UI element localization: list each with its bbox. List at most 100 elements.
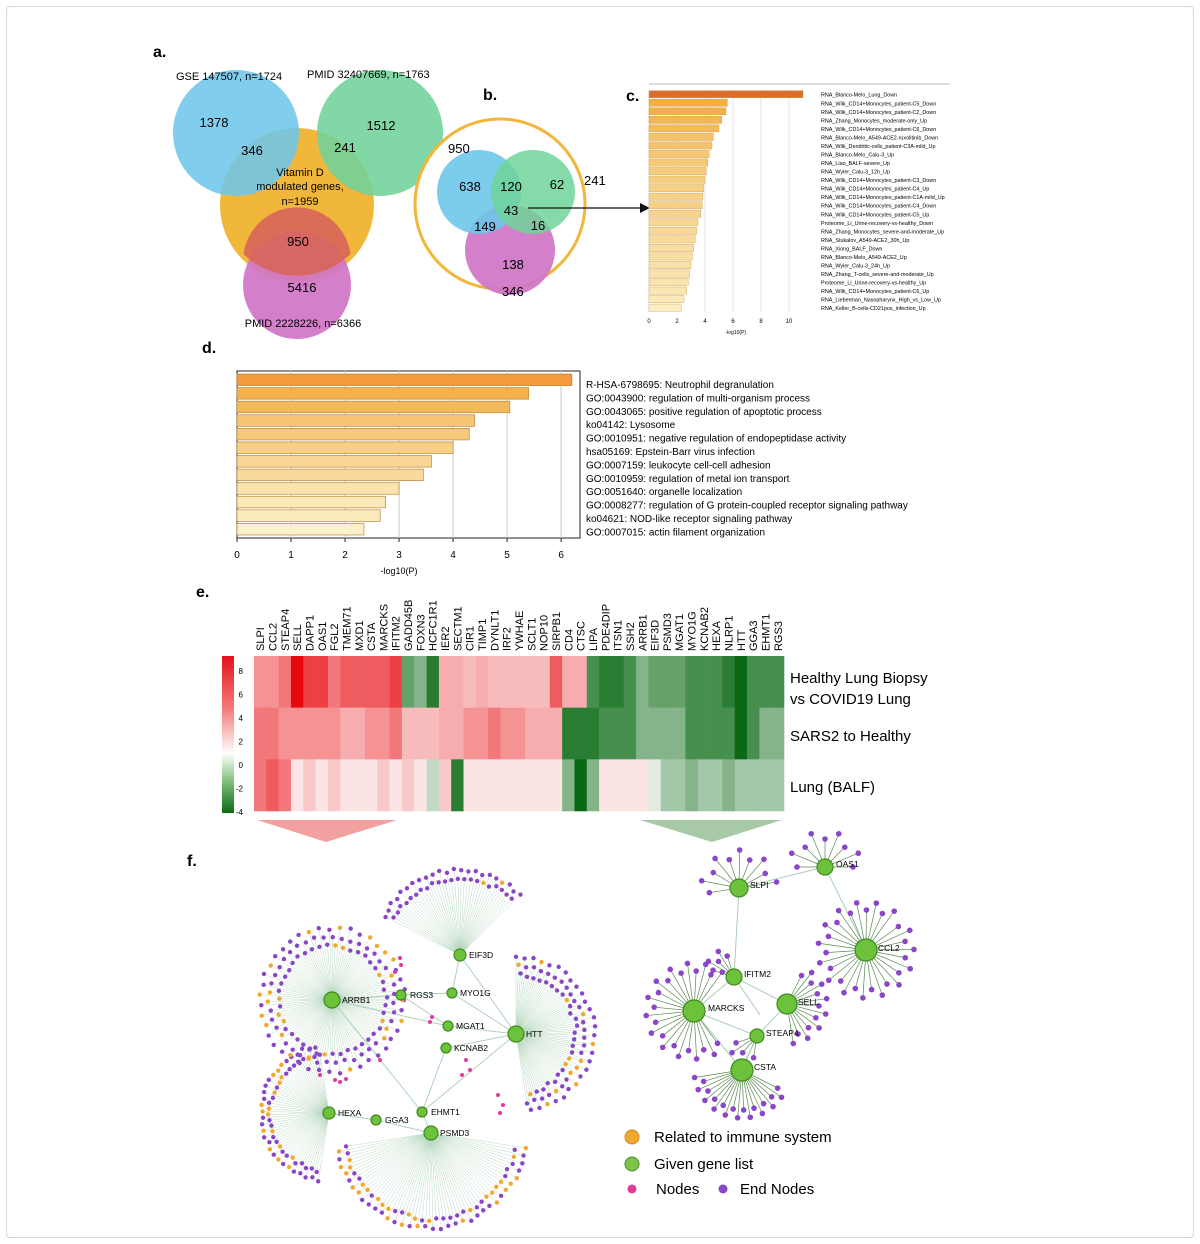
chart-c-bar [648, 252, 693, 261]
network-edge [289, 1069, 330, 1114]
network-edge [319, 1054, 330, 1114]
heatmap-cell [734, 656, 748, 708]
network-edge [515, 1001, 586, 1035]
network-end-node [359, 1197, 365, 1203]
network-edge [331, 927, 341, 1001]
network-gene-label: OAS1 [836, 859, 859, 869]
network-end-node [556, 964, 561, 970]
heatmap-cell [401, 759, 415, 812]
network-end-node [711, 1051, 718, 1058]
network-edge [331, 952, 386, 1001]
network-edge [270, 999, 333, 1011]
heatmap-gene-label: OAS1 [317, 622, 329, 651]
network-edge [515, 973, 549, 1035]
network-end-node [560, 1084, 565, 1089]
network-gene-node [507, 1025, 525, 1043]
heatmap-row-labels: Healthy Lung Biopsy vs COVID19 Lung SARS… [790, 670, 928, 796]
network-end-node [290, 960, 295, 966]
heatmap-cell [254, 759, 267, 812]
heatmap-gene-label: EIF3D [650, 620, 662, 651]
heatmap-cell [685, 759, 699, 812]
heatmap-cell [278, 656, 292, 708]
network-edge [283, 999, 333, 1022]
network-end-node [645, 994, 651, 1001]
network-edge [331, 943, 360, 1001]
network-end-node [347, 1067, 353, 1072]
heatmap-cell [315, 759, 329, 812]
network-edge [279, 1112, 330, 1147]
network-edge [309, 999, 333, 1049]
network-end-node [511, 889, 516, 894]
network-edge [430, 1132, 520, 1171]
network-edge [738, 866, 826, 889]
network-edge [289, 941, 333, 1001]
network-end-node [347, 1165, 353, 1170]
network-end-node [560, 1067, 565, 1073]
network-edge [345, 1132, 432, 1147]
network-end-node [825, 977, 832, 984]
heatmap-cell [389, 759, 403, 812]
network-end-node [746, 857, 753, 863]
network-end-node [486, 884, 492, 889]
network-end-node [568, 1070, 573, 1076]
network-end-node [384, 995, 390, 1000]
network-edge [515, 980, 540, 1035]
network-end-node [827, 965, 834, 972]
network-end-node [315, 1060, 320, 1065]
chart-d-bar [236, 523, 365, 536]
network-edge [430, 1132, 506, 1177]
network-edge [331, 999, 387, 1030]
network-edge [444, 881, 461, 956]
network-edge [515, 1033, 571, 1074]
chart-c-bar [648, 150, 710, 158]
network-link-node [399, 963, 403, 967]
heatmap-cell [377, 759, 390, 812]
chart-c-bar [648, 184, 704, 192]
heatmap-right-funnel [640, 820, 782, 842]
heatmap-gene-label: PSMD3 [662, 613, 674, 651]
network-end-node [568, 992, 573, 997]
network-edge [331, 975, 392, 1001]
network-end-node [560, 992, 565, 997]
heatmap-cell [463, 707, 477, 760]
heatmap-cell [759, 759, 772, 812]
network-end-node [296, 932, 301, 938]
network-end-node [531, 976, 536, 981]
network-end-node [366, 1047, 372, 1052]
network-end-node [385, 1216, 390, 1221]
network-end-node [423, 1224, 428, 1229]
network-end-node [283, 1041, 289, 1046]
chart-c-category-label: RNA_Blanco-Melo_Calu-3_Up [821, 153, 894, 159]
network-end-node [591, 1015, 597, 1020]
heatmap-cell [660, 707, 674, 760]
network-end-node [788, 850, 795, 857]
network-edge [340, 1132, 432, 1168]
network-edge [459, 882, 484, 956]
network-edge [397, 898, 461, 956]
network-edge [317, 1112, 330, 1182]
network-edge [270, 965, 333, 1001]
network-end-node [291, 1169, 297, 1174]
network-end-node [381, 1010, 386, 1016]
network-end-node [705, 958, 712, 965]
chart-c-category-label: RNA_Wilk_CD14+Monocytes_patient-C4_Up [821, 187, 929, 193]
heatmap-cell [599, 759, 612, 812]
heatmap-cell [327, 656, 341, 708]
network-edge [459, 880, 478, 956]
network-edge [331, 999, 385, 1039]
heatmap-cell [574, 759, 588, 812]
network-end-node [822, 836, 828, 842]
network-end-node [295, 1052, 300, 1057]
network-end-node [430, 872, 435, 877]
network-end-node [316, 1067, 322, 1073]
network-end-node [816, 960, 823, 966]
heatmap-gene-label: SCLT1 [526, 618, 538, 651]
panel-c-label: c. [626, 88, 639, 105]
network-gene-node [730, 1058, 754, 1082]
network-edge [375, 1132, 432, 1209]
network-end-node [659, 1033, 666, 1039]
heatmap-cell [290, 759, 304, 812]
network-edge [261, 999, 333, 1016]
heatmap-cell [364, 656, 378, 708]
network-end-node [261, 1128, 266, 1133]
